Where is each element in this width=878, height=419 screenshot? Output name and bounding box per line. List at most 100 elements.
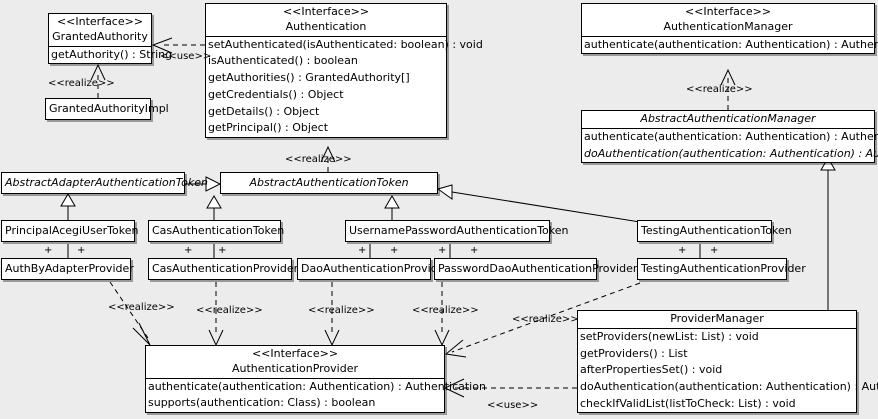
class-box-abstract-authentication-manager[interactable]: AbstractAuthenticationManager authentica… — [581, 110, 878, 164]
association-multiplicity-plus: + — [390, 245, 399, 256]
class-box-password-dao-authentication-provider[interactable]: PasswordDaoAuthenticationProvider — [434, 258, 638, 281]
member-row: doAuthentication(authentication: Authent… — [584, 146, 878, 160]
edge-label-use-provider-manager: <<use>> — [487, 400, 539, 411]
member-row: setAuthenticated(isAuthenticated: boolea… — [208, 37, 483, 51]
class-name-label: AbstractAdapterAuthenticationToken — [5, 176, 208, 189]
edge-label-realize-cas-provider: <<realize>> — [196, 305, 263, 316]
member-row: isAuthenticated() : boolean — [208, 54, 358, 68]
association-multiplicity-plus: + — [77, 245, 86, 256]
class-name-label: PasswordDaoAuthenticationProvider — [438, 262, 638, 275]
generalize-link-testingtoken — [451, 191, 641, 223]
class-box-cas-authentication-token[interactable]: CasAuthenticationToken — [148, 220, 284, 243]
members-section-authentication-provider: authenticate(authentication: Authenticat… — [146, 379, 486, 412]
section-divider — [49, 45, 151, 47]
realize-arrowhead-grantedauthorityimpl — [90, 63, 106, 81]
class-name-label: AuthByAdapterProvider — [5, 262, 134, 275]
class-box-username-password-authentication-token[interactable]: UsernamePasswordAuthenticationToken — [345, 220, 569, 243]
generalize-arrowhead-castoken — [206, 195, 222, 209]
class-name-label: CasAuthenticationProvider — [152, 262, 299, 275]
member-row: getCredentials() : Object — [208, 87, 344, 101]
edge-label-realize-abstract-manager: <<realize>> — [686, 84, 753, 95]
association-multiplicity-plus: + — [218, 245, 227, 256]
class-box-granted-authority-impl[interactable]: GrantedAuthorityImpl — [45, 98, 169, 121]
class-name-label: TestingAuthenticationToken — [641, 224, 792, 237]
class-name-label: GrantedAuthorityImpl — [49, 102, 169, 115]
class-name-label: ProviderManager — [670, 312, 764, 325]
class-box-authentication-provider[interactable]: <<Interface>> AuthenticationProvider aut… — [145, 345, 486, 414]
members-section-abstract-authentication-manager: authenticate(authentication: Authenticat… — [582, 129, 878, 162]
members-section-provider-manager: setProviders(newList: List) : void getPr… — [578, 329, 878, 413]
generalize-arrowhead-principaltoken — [60, 193, 76, 207]
class-header-granted-authority: <<Interface>> GrantedAuthority — [49, 14, 151, 46]
generalize-arrowhead-testingtoken — [436, 184, 453, 200]
class-box-principal-acegi-user-token[interactable]: PrincipalAcegiUserToken — [1, 220, 139, 243]
member-row: getDetails() : Object — [208, 104, 320, 118]
realize-arrowhead-casprovider — [208, 329, 224, 347]
class-header-abstract-authentication-manager: AbstractAuthenticationManager — [582, 111, 874, 128]
class-name-label: DaoAuthenticationProvider — [301, 262, 449, 275]
class-box-testing-authentication-token[interactable]: TestingAuthenticationToken — [637, 220, 792, 243]
member-row: getAuthorities() : GrantedAuthority[] — [208, 71, 410, 85]
use-arrowhead-grantedauthority — [151, 37, 173, 54]
members-section-authentication: setAuthenticated(isAuthenticated: boolea… — [206, 37, 483, 137]
class-box-auth-by-adapter-provider[interactable]: AuthByAdapterProvider — [1, 258, 134, 281]
class-box-cas-authentication-provider[interactable]: CasAuthenticationProvider — [148, 258, 299, 281]
class-name-label: UsernamePasswordAuthenticationToken — [349, 224, 569, 237]
edge-label-realize-dao-provider: <<realize>> — [308, 305, 375, 316]
class-name-label: TestingAuthenticationProvider — [641, 262, 806, 275]
realize-arrowhead-daoprovider — [324, 329, 340, 347]
edge-label-realize-password-dao-provider: <<realize>> — [412, 305, 479, 316]
section-divider — [582, 127, 874, 129]
class-box-abstract-authentication-token[interactable]: AbstractAuthenticationToken — [220, 172, 438, 195]
edge-label-use-granted-authority: <<use>> — [160, 51, 212, 62]
member-row: setProviders(newList: List) : void — [580, 329, 759, 343]
class-name-label: Authentication — [285, 19, 367, 33]
members-section-granted-authority: getAuthority() : String — [49, 47, 173, 64]
class-box-granted-authority[interactable]: <<Interface>> GrantedAuthority getAuthor… — [48, 13, 173, 65]
section-divider — [578, 327, 856, 329]
members-section-authentication-manager: authenticate(authentication: Authenticat… — [582, 37, 878, 54]
class-name-label: AbstractAuthenticationManager — [640, 112, 816, 125]
class-box-authentication-manager[interactable]: <<Interface>> AuthenticationManager auth… — [581, 3, 878, 55]
section-divider — [206, 35, 446, 37]
class-box-dao-authentication-provider[interactable]: DaoAuthenticationProvider — [297, 258, 449, 281]
edge-label-realize-testing-provider: <<realize>> — [512, 314, 579, 325]
class-name-label: GrantedAuthority — [52, 29, 148, 43]
stereotype-label: <<Interface>> — [251, 347, 339, 360]
association-multiplicity-plus: + — [438, 245, 447, 256]
association-multiplicity-plus: + — [184, 245, 193, 256]
class-box-abstract-adapter-authentication-token[interactable]: AbstractAdapterAuthenticationToken — [1, 172, 208, 195]
generalize-arrowhead-providermanager — [820, 157, 836, 171]
use-arrowhead-providermanager — [443, 378, 465, 398]
stereotype-label: <<Interface>> — [282, 5, 370, 18]
member-row: doAuthentication(authentication: Authent… — [580, 380, 878, 393]
class-box-provider-manager[interactable]: ProviderManager setProviders(newList: Li… — [577, 310, 878, 414]
realize-arrowhead-authbyadapter — [132, 322, 151, 346]
edge-label-realize-granted-authority-impl: <<realize>> — [48, 78, 115, 89]
generalize-arrowhead-adaptertoken — [205, 176, 222, 192]
class-box-testing-authentication-provider[interactable]: TestingAuthenticationProvider — [637, 258, 806, 281]
member-row: getProviders() : List — [580, 346, 688, 360]
section-divider — [582, 35, 874, 37]
member-row: getPrincipal() : Object — [208, 121, 329, 135]
class-name-label: AbstractAuthenticationToken — [249, 176, 409, 189]
class-header-authentication-provider: <<Interface>> AuthenticationProvider — [146, 346, 444, 378]
association-multiplicity-plus: + — [44, 245, 53, 256]
generalize-arrowhead-usernamepasswordtoken — [384, 195, 400, 209]
class-name-label: PrincipalAcegiUserToken — [5, 224, 139, 237]
section-divider — [146, 377, 444, 379]
member-row: checkIfValidList(listToCheck: List) : vo… — [580, 396, 796, 410]
association-multiplicity-plus: + — [678, 245, 687, 256]
association-multiplicity-plus: + — [358, 245, 367, 256]
stereotype-label: <<Interface>> — [684, 5, 772, 18]
class-box-authentication[interactable]: <<Interface>> Authentication setAuthenti… — [205, 3, 483, 138]
class-header-authentication: <<Interface>> Authentication — [206, 4, 446, 36]
edge-label-realize-abstract-token: <<realize>> — [285, 154, 352, 165]
class-header-authentication-manager: <<Interface>> AuthenticationManager — [582, 4, 874, 36]
class-name-label: AuthenticationProvider — [231, 361, 359, 375]
association-multiplicity-plus: + — [470, 245, 479, 256]
member-row: authenticate(authentication: Authenticat… — [148, 379, 486, 393]
member-row: getAuthority() : String — [51, 47, 173, 61]
member-row: authenticate(authentication: Authenticat… — [584, 37, 878, 51]
